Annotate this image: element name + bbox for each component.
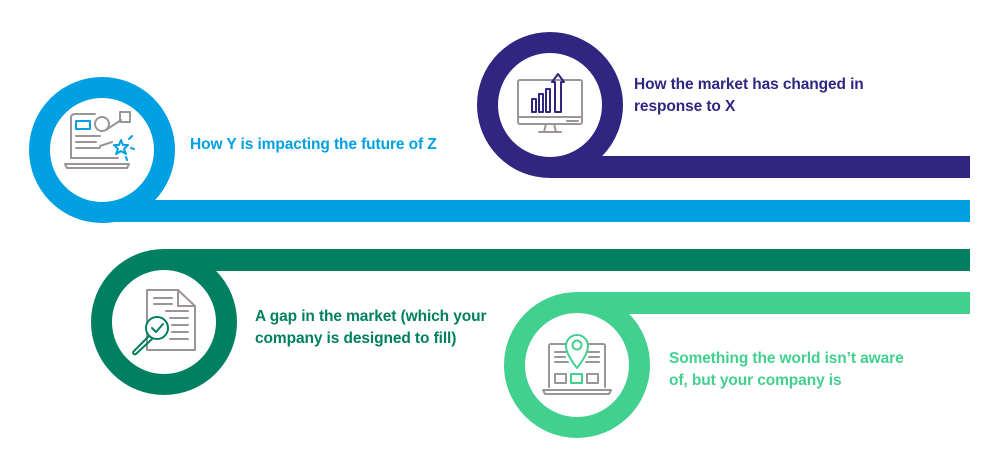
item-blue-text: How Y is impacting the future of Z — [190, 136, 437, 153]
item-light-green-text: Something the world isn’t aware of, but … — [669, 350, 904, 389]
blue-bar — [102, 200, 970, 222]
blue-ring — [29, 77, 175, 223]
dark-green-bar — [164, 249, 970, 271]
light-green-bar — [577, 292, 970, 314]
monitor-chart-arrow-icon — [517, 73, 583, 133]
item-purple-text: How the market has changed in response t… — [634, 76, 864, 115]
document-magnifier-check-icon — [132, 289, 196, 356]
purple-q-shape — [477, 32, 970, 178]
purple-bar — [550, 156, 970, 178]
laptop-map-pin-icon — [542, 334, 612, 395]
laptop-star-icon — [64, 111, 135, 169]
dark-green-q-shape — [91, 249, 970, 395]
item-dark-green-text: A gap in the market (which your company … — [255, 308, 487, 347]
